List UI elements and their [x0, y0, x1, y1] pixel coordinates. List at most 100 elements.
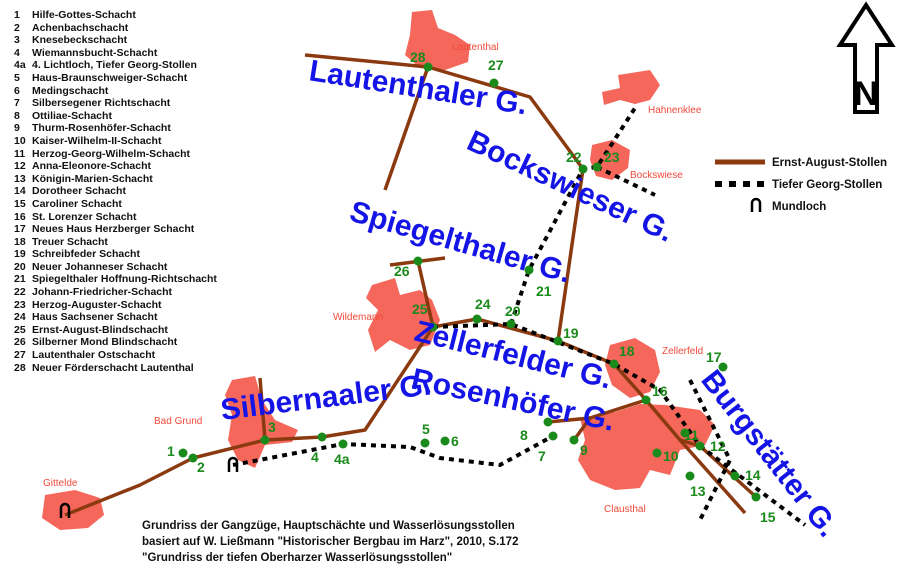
shaft-marker-label: 26: [394, 263, 410, 279]
town-label-bad-grund: Bad Grund: [154, 416, 202, 427]
caption-line: "Grundriss der tiefen Oberharzer Wasserl…: [142, 552, 453, 564]
shaft-marker-label: 10: [663, 448, 679, 464]
shaft-marker-label: 1: [167, 443, 175, 459]
shaft-number: 19: [14, 248, 26, 261]
shaft-number: 22: [14, 286, 26, 299]
shaft-name: Knesebeckschacht: [32, 34, 128, 47]
shaft-marker: [440, 436, 450, 446]
shaft-list-item: 22 Johann-Friedricher-Schacht: [14, 286, 217, 299]
town-area-hahnenklee: [602, 70, 660, 105]
shaft-number: 23: [14, 298, 26, 311]
legend-mundloch-icon: [750, 197, 762, 212]
shaft-name: Silbersegener Richtschacht: [32, 97, 171, 110]
shaft-marker-label: 18: [619, 343, 635, 359]
legend-mundloch-label: Mundloch: [772, 201, 826, 213]
town-area-zellerfeld: [605, 338, 660, 398]
shaft-marker: [685, 471, 695, 481]
shaft-name: Kaiser-Wilhelm-II-Schacht: [32, 134, 162, 147]
shaft-marker-label: 9: [580, 442, 588, 458]
shaft-marker: [718, 362, 728, 372]
shaft-name: St. Lorenzer Schacht: [32, 210, 137, 223]
shaft-marker-label: 23: [604, 149, 620, 165]
shaft-number: 18: [14, 235, 26, 248]
shaft-marker-label: 8: [520, 427, 528, 443]
shaft-marker-label: 5: [422, 421, 430, 437]
shaft-marker: [578, 164, 588, 174]
north-label: N: [854, 75, 879, 113]
shaft-name: Haus-Braunschweiger-Schacht: [32, 71, 188, 84]
shaft-marker-label: 3: [268, 419, 276, 435]
shaft-name: Herzog-Auguster-Schacht: [32, 298, 162, 311]
shaft-name: Haus Sachsener Schacht: [32, 311, 158, 324]
shaft-marker: [178, 448, 188, 458]
shaft-number: 14: [14, 185, 26, 198]
shaft-marker: [317, 432, 327, 442]
shaft-number: 26: [14, 336, 26, 349]
shaft-marker: [548, 431, 558, 441]
shaft-name: Wiemannsbucht-Schacht: [32, 46, 158, 59]
north-arrow-icon: [836, 1, 896, 114]
shaft-marker: [680, 428, 690, 438]
legend-tiefer-georg-label: Tiefer Georg-Stollen: [772, 179, 882, 191]
shaft-number: 8: [14, 109, 20, 122]
shaft-number: 21: [14, 273, 26, 286]
shaft-marker: [188, 453, 198, 463]
shaft-marker-label: 4a: [334, 451, 350, 467]
mundloch-icon: [59, 502, 71, 518]
shaft-number: 4: [14, 46, 20, 59]
shaft-list-item: 10 Kaiser-Wilhelm-II-Schacht: [14, 135, 217, 148]
shaft-marker-label: 25: [412, 301, 428, 317]
north-arrow: N: [836, 1, 896, 114]
town-label-hahnenklee: Hahnenklee: [648, 105, 702, 116]
shaft-marker: [506, 319, 516, 329]
shaft-marker-label: 14: [745, 467, 761, 483]
shaft-marker: [641, 395, 651, 405]
shaft-marker: [524, 265, 534, 275]
shaft-number: 20: [14, 260, 26, 273]
shaft-marker: [423, 62, 433, 72]
shaft-number: 10: [14, 134, 26, 147]
shaft-list-item: 23 Herzog-Auguster-Schacht: [14, 299, 217, 312]
shaft-list-item: 19 Schreibfeder Schacht: [14, 248, 217, 261]
town-label-wildemann: Wildemann: [333, 312, 383, 323]
shaft-marker: [730, 471, 740, 481]
town-labels: Lautenthal Hahnenklee Bockswiese Wildema…: [43, 42, 703, 515]
shaft-name: Thurm-Rosenhöfer-Schacht: [32, 122, 171, 135]
shaft-marker: [751, 492, 761, 502]
town-area-clausthal: [578, 404, 715, 490]
shaft-marker-label: 11: [684, 427, 699, 443]
town-label-gittelde: Gittelde: [43, 478, 78, 489]
shaft-marker-label: 28: [410, 49, 426, 65]
shaft-name: Johann-Friedricher-Schacht: [32, 286, 173, 299]
shaft-name: 4. Lichtloch, Tiefer Georg-Stollen: [32, 59, 197, 72]
shaft-name: Silberner Mond Blindschacht: [32, 336, 178, 349]
shaft-marker-label: 2: [197, 459, 205, 475]
shaft-marker-label: 21: [536, 283, 552, 299]
shaft-marker-label: 17: [706, 349, 722, 365]
shaft-name: Schreibfeder Schacht: [32, 248, 140, 261]
town-label-lautenthal: Lautenthal: [452, 42, 499, 53]
shaft-marker-label: 24: [475, 296, 491, 312]
shaft-number: 2: [14, 21, 20, 34]
shaft-number: 6: [14, 84, 20, 97]
shaft-marker: [569, 435, 579, 445]
shaft-name: Achenbachschacht: [32, 21, 129, 34]
town-label-zellerfeld: Zellerfeld: [662, 346, 703, 357]
